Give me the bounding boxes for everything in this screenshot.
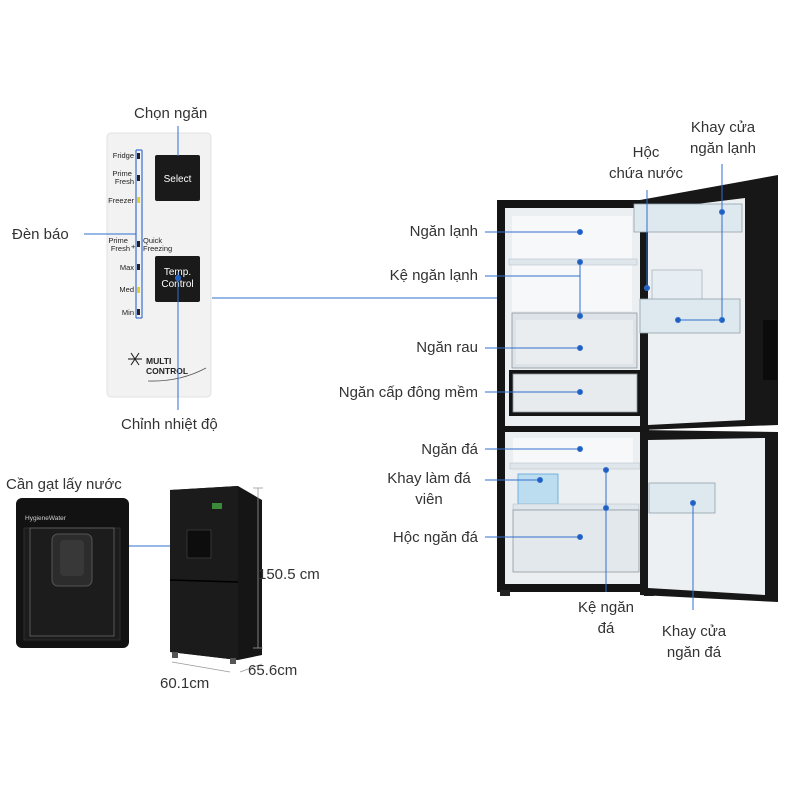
- led-label-freezer: Freezer: [108, 196, 134, 205]
- led-label-prime-fresh-2: Prime Fresh: [108, 236, 130, 253]
- label-height: 150.5 cm: [258, 566, 320, 583]
- control-panel: Fridge Prime Fresh Freezer Prime Fresh +…: [106, 132, 212, 398]
- label-khay-cua-ngan-lanh: Khay cửa ngăn lạnh: [680, 117, 766, 159]
- label-chon-ngan: Chọn ngăn: [134, 105, 208, 122]
- label-depth: 65.6cm: [248, 662, 298, 679]
- label-ngan-lanh: Ngăn lạnh: [409, 223, 478, 240]
- label-khay-cua-ngan-da-line1: Khay cửa: [661, 623, 727, 640]
- led-label-fresh-2: Fresh: [111, 244, 130, 253]
- label-ngan-da: Ngăn đá: [421, 441, 478, 458]
- label-can-gat-lay-nuoc: Cần gạt lấy nước: [6, 476, 122, 493]
- small-fridge: [169, 486, 262, 664]
- label-khay-lam-da-vien-line2: viên: [415, 491, 443, 508]
- dispenser-brand: HygieneWater: [25, 515, 67, 522]
- led-label-quick-freezing: Quick Freezing: [143, 236, 172, 253]
- led-label-freezing: Freezing: [143, 244, 172, 253]
- label-khay-cua-ngan-lanh-line2: ngăn lạnh: [690, 140, 756, 157]
- fridge-leaders: [485, 164, 725, 610]
- label-width: 60.1cm: [160, 675, 210, 692]
- label-hoc-chua-nuoc: Hộc chứa nước: [596, 142, 696, 184]
- led-label-plus: +: [131, 242, 136, 251]
- led-label-prime: Prime: [112, 169, 132, 178]
- led-label-min: Min: [122, 308, 134, 317]
- led-label-prime-fresh: Prime Fresh: [112, 169, 134, 186]
- label-khay-cua-ngan-da: Khay cửa ngăn đá: [652, 621, 736, 663]
- label-khay-lam-da-vien-line1: Khay làm đá: [387, 470, 471, 487]
- dispenser-closeup: HygieneWater: [16, 498, 200, 648]
- label-ke-ngan-lanh: Kệ ngăn lạnh: [389, 267, 478, 284]
- label-ngan-rau: Ngăn rau: [416, 339, 478, 356]
- multi-label: MULTI: [146, 356, 171, 366]
- label-ke-ngan-da-line2: đá: [597, 620, 615, 637]
- label-khay-lam-da-vien: Khay làm đá viên: [378, 468, 480, 510]
- select-button[interactable]: [155, 155, 200, 201]
- led-label-quick: Quick: [143, 236, 162, 245]
- label-hoc-chua-nuoc-line1: Hộc: [632, 144, 660, 161]
- label-ke-ngan-da-line1: Kệ ngăn: [578, 599, 634, 616]
- led-label-max: Max: [120, 263, 134, 272]
- label-chinh-nhiet-do: Chỉnh nhiệt độ: [121, 416, 218, 433]
- led-label-prime-2: Prime: [108, 236, 128, 245]
- label-ke-ngan-da: Kệ ngăn đá: [566, 597, 646, 639]
- led-label-fridge: Fridge: [113, 151, 134, 160]
- label-khay-cua-ngan-lanh-line1: Khay cửa: [690, 119, 756, 136]
- label-hoc-chua-nuoc-line2: chứa nước: [608, 165, 684, 182]
- select-button-label: Select: [164, 174, 192, 185]
- label-khay-cua-ngan-da-line2: ngăn đá: [666, 644, 722, 661]
- upper-door: [633, 175, 778, 430]
- lower-door: [640, 430, 778, 602]
- label-hoc-ngan-da: Hộc ngăn đá: [392, 529, 478, 546]
- dimension-lines: [171, 487, 263, 673]
- led-label-fresh: Fresh: [115, 177, 134, 186]
- snowflake-icon: [128, 352, 142, 366]
- control-label: CONTROL: [146, 366, 188, 376]
- main-fridge: [497, 200, 654, 596]
- label-den-bao: Đèn báo: [12, 226, 69, 243]
- label-ngan-cap-dong-mem: Ngăn cấp đông mềm: [338, 384, 478, 401]
- led-label-med: Med: [119, 285, 134, 294]
